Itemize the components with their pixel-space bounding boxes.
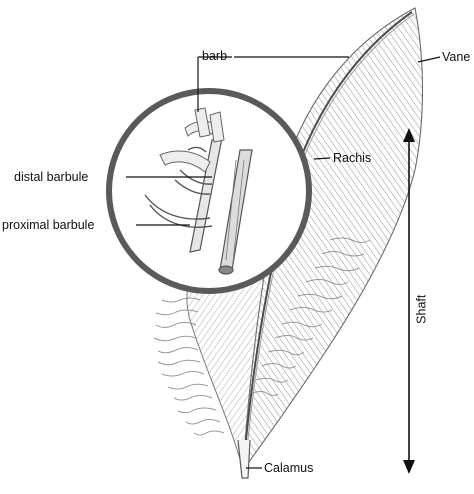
calamus-quill: [237, 439, 251, 479]
label-proximal-barbule: proximal barbule: [2, 218, 95, 232]
leader-lines: [126, 56, 441, 469]
label-barb: barb: [202, 49, 228, 63]
label-shaft: Shaft: [414, 294, 429, 324]
shaft-arrow: [403, 128, 415, 474]
label-vane: Vane: [442, 50, 471, 64]
label-calamus: Calamus: [264, 461, 314, 475]
label-rachis: Rachis: [333, 151, 372, 165]
magnifier-circle: [106, 88, 312, 294]
label-distal-barbule: distal barbule: [14, 170, 89, 184]
